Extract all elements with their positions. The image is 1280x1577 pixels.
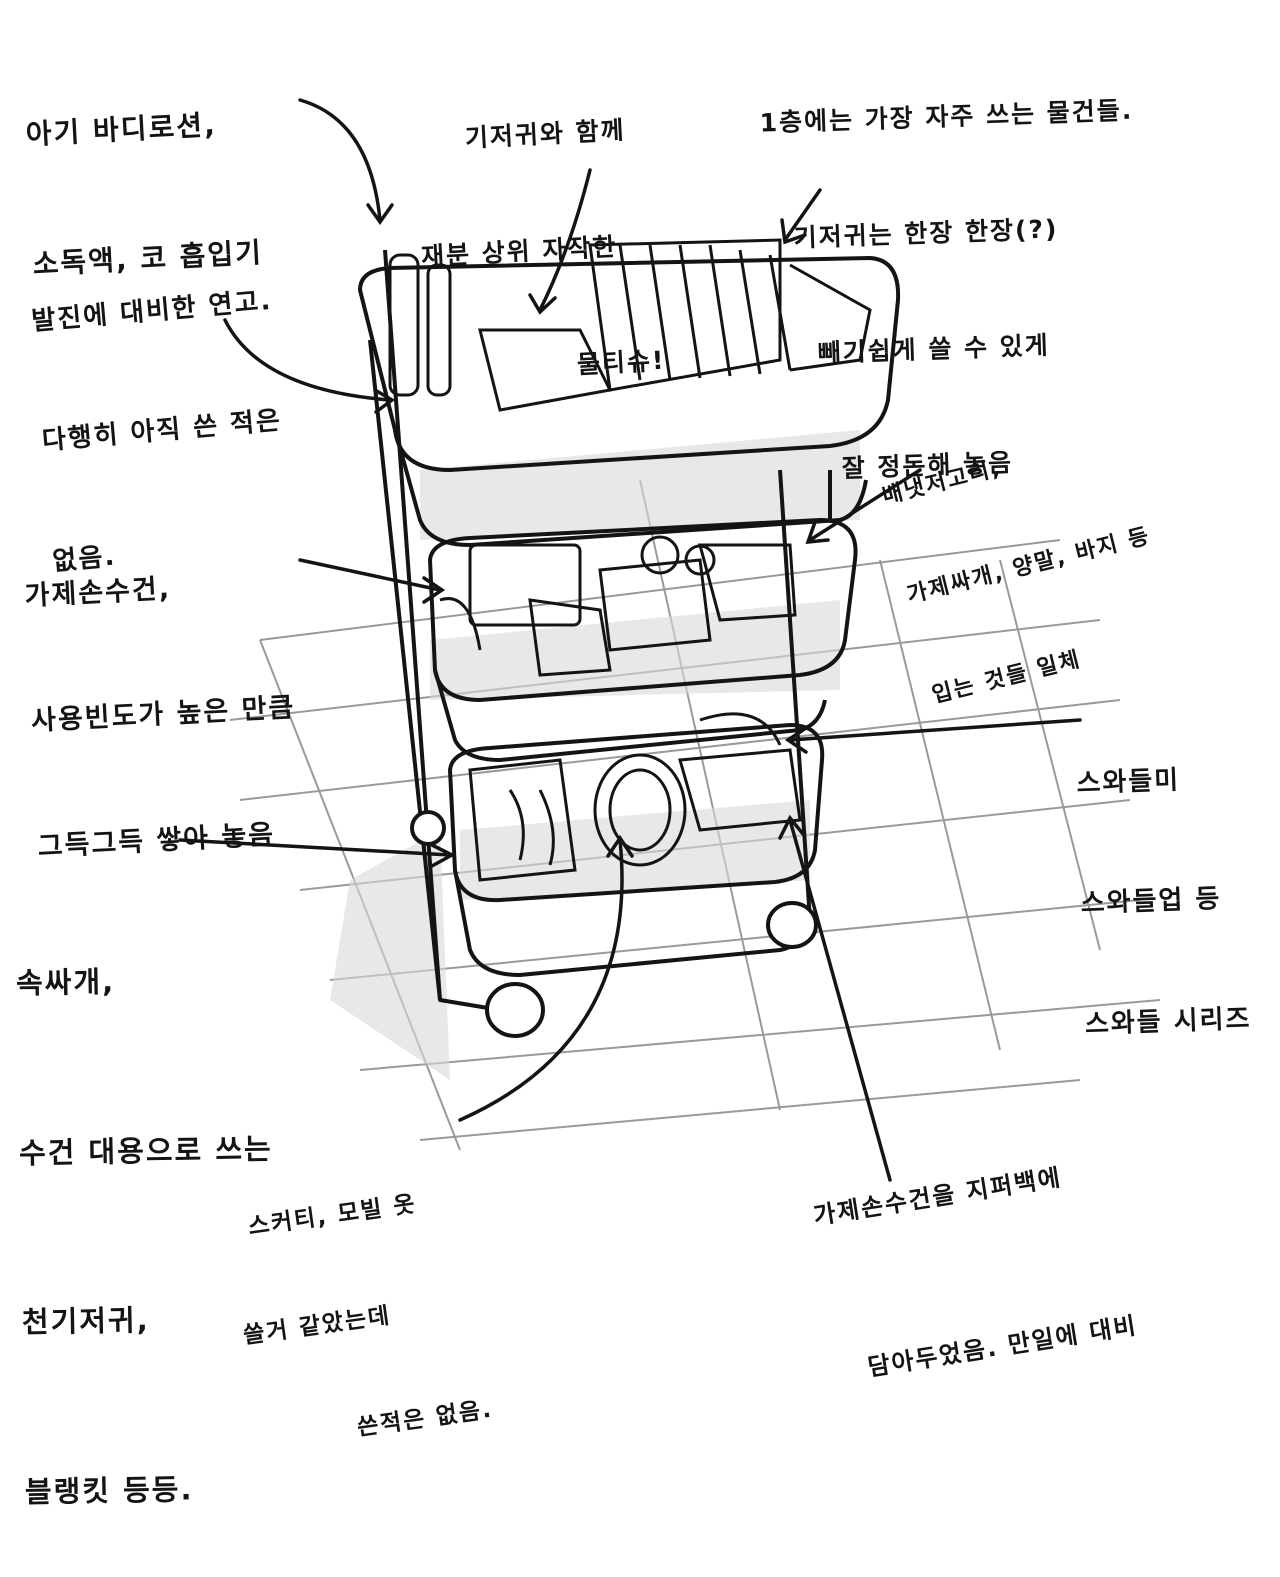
annotation-line: 쓸거 같았는데 <box>241 1302 393 1350</box>
wheel-front-right <box>766 901 818 949</box>
arrow-clothes <box>808 468 922 542</box>
middle-basket <box>428 518 858 702</box>
annotation-line: 스와들미 <box>1076 764 1181 799</box>
arrow-skirt <box>458 838 624 1122</box>
annotation-line: 기저귀와 함께 <box>464 114 627 153</box>
annotation-line: 다행히 아직 쓴 적은 <box>40 406 284 457</box>
annotation-line: 물티슈! <box>576 345 667 380</box>
wheel-front-left <box>485 982 545 1038</box>
wheel-back-left <box>410 810 446 846</box>
arrow-wipes <box>538 168 592 312</box>
arrow-rash <box>223 318 392 402</box>
cart-pole-left <box>368 339 442 1001</box>
annotation-line: 스와들업 등 <box>1080 884 1222 920</box>
utility-cart-sketch <box>178 98 1161 1182</box>
annotation-line: 사용빈도가 높은 만큼 <box>30 692 297 738</box>
top-basket <box>358 256 901 472</box>
arrow-zipbag <box>788 818 892 1182</box>
bottom-basket <box>448 723 825 903</box>
annotation-line: 배냇저고리, <box>879 455 1004 510</box>
annotation-swaddle: 스와들미 스와들업 등 스와들 시리즈 <box>1073 677 1254 1086</box>
arrow-lotion <box>298 98 382 222</box>
annotation-line: 블랭킷 등등. <box>24 1472 194 1510</box>
arrow-swaddle <box>788 718 1082 742</box>
annotation-line: 1층에는 가장 자주 쓰는 물건들. <box>759 95 1134 138</box>
middle-shelf-items <box>439 535 797 677</box>
arrow-swaddle-blanket <box>178 838 452 857</box>
annotation-line: 가제손수건, <box>23 573 172 612</box>
bottom-shelf-items <box>468 712 802 882</box>
annotation-arrows <box>178 98 1082 1182</box>
annotation-line: 재분 상위 자작한 <box>420 231 619 271</box>
annotation-line: 기저귀는 한장 한장(?) <box>793 214 1059 253</box>
annotation-line: 속싸개, <box>15 964 116 1001</box>
annotation-line: 아기 바디로션, <box>25 107 218 151</box>
annotation-skirt: 스커티, 모빌 옷 쓸거 같았는데 쓴적은 없음. <box>216 1110 500 1496</box>
annotation-line: 가제손수건을 지퍼백에 <box>811 1162 1064 1230</box>
annotation-wipes: 기저귀와 함께 재분 상위 자작한 물티슈! <box>410 32 668 431</box>
cart-wheels <box>410 810 818 1038</box>
annotation-line: 스와들 시리즈 <box>1084 1004 1252 1041</box>
top-shelf-items <box>388 238 872 412</box>
annotation-line: 발진에 대비한 연고. <box>30 285 274 337</box>
annotation-line: 담아두었음. 만일에 대비 <box>865 1311 1140 1382</box>
annotation-line: 스커티, 모빌 옷 <box>246 1191 419 1241</box>
annotation-line: 쓴적은 없음. <box>355 1396 495 1442</box>
arrow-diapers <box>783 188 822 242</box>
arrow-gauze <box>298 558 442 592</box>
annotation-zipbag: 가제손수건을 지퍼백에 담아두었음. 만일에 대비 <box>793 1039 1150 1451</box>
annotation-line: 가제싸개, 양말, 바지 등 <box>904 524 1154 609</box>
